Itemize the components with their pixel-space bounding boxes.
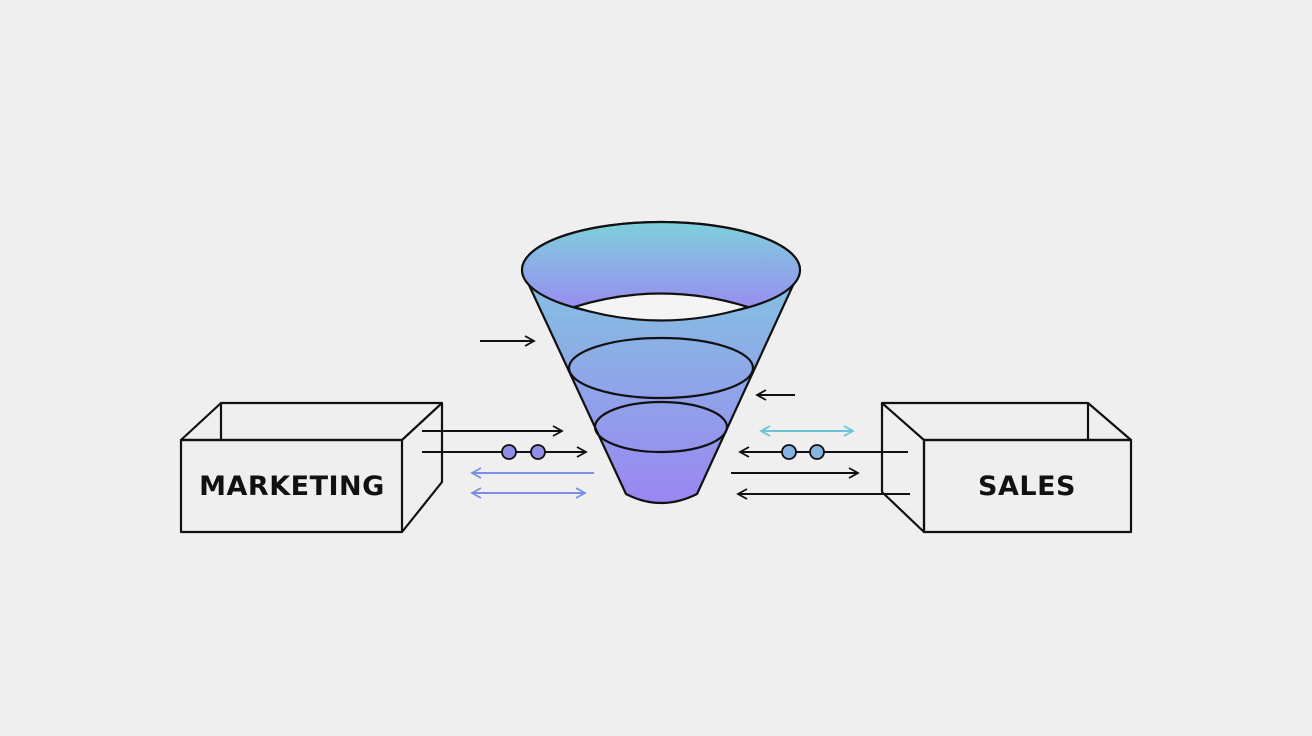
right-arrows — [731, 389, 910, 500]
sales-box-front-face — [922, 438, 1133, 534]
sales-box-top-face — [880, 401, 1133, 442]
marketing-box-side-face — [401, 401, 444, 533]
sales-label: SALES — [978, 471, 1076, 502]
flow-dot-left-1 — [501, 444, 517, 460]
funnel-inner-opening — [570, 292, 752, 322]
flow-dot-left-2 — [530, 444, 546, 460]
flow-dot-right-1 — [781, 444, 797, 460]
marketing-label: MARKETING — [199, 471, 385, 502]
funnel-lower-ring — [593, 400, 729, 454]
flow-dot-right-2 — [809, 444, 825, 460]
marketing-box-front-face — [179, 438, 404, 534]
funnel-middle-ring — [567, 336, 755, 400]
marketing-box — [179, 401, 444, 534]
sales-box — [880, 401, 1133, 534]
funnel — [520, 220, 802, 504]
